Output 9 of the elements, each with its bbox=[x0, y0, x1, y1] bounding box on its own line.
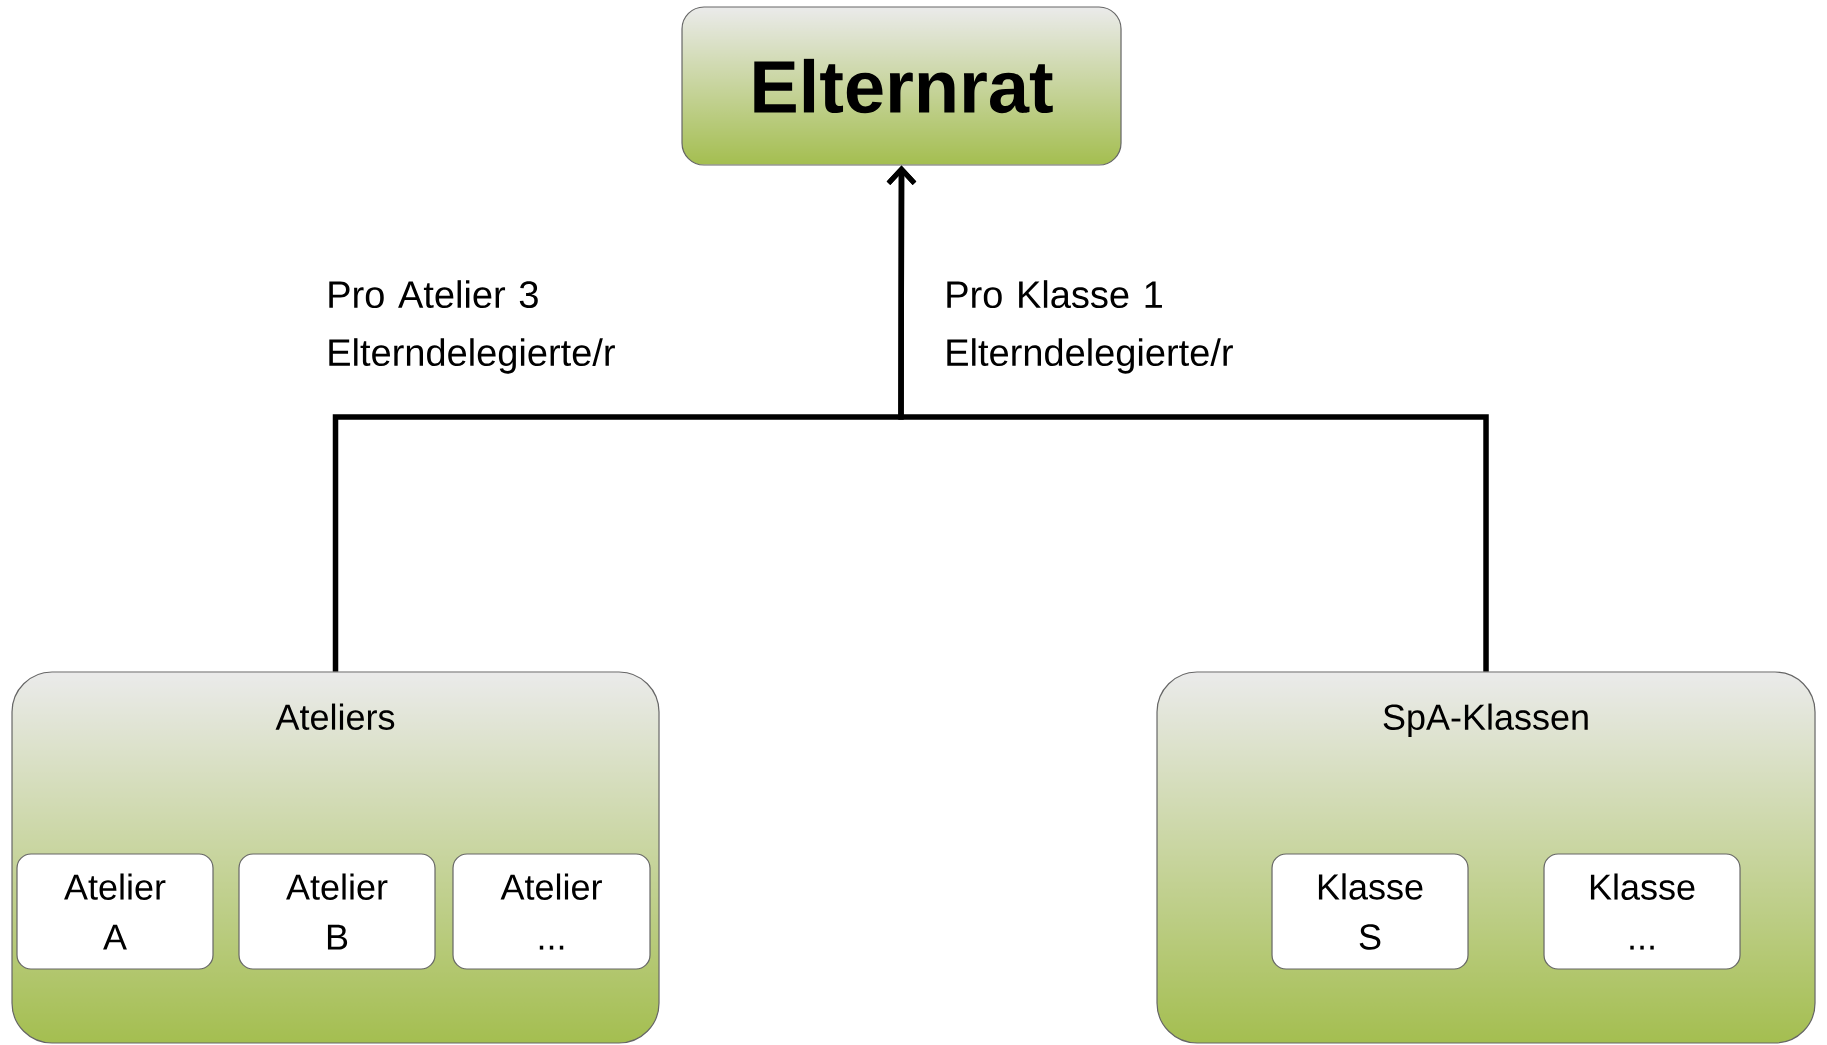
item-box: Klasse ... bbox=[1543, 853, 1741, 970]
arrow bbox=[886, 165, 1489, 672]
title-box: Elternrat bbox=[681, 6, 1122, 166]
item-box: Atelier ... bbox=[452, 853, 651, 970]
edge-label: Pro Klasse 1 Elterndelegierte/r bbox=[947, 280, 1233, 374]
item-box: Klasse S bbox=[1271, 853, 1469, 970]
item-box: Atelier A bbox=[16, 853, 214, 970]
edge-label: Pro Atelier 3 Elterndelegierte/r bbox=[329, 280, 615, 374]
item-box: Atelier B bbox=[238, 853, 436, 970]
